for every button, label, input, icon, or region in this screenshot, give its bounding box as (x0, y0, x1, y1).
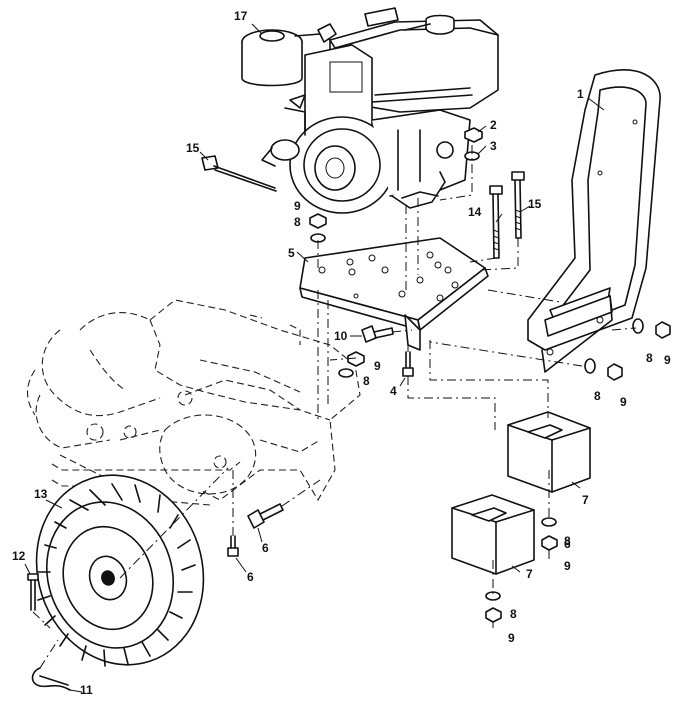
callout-8-lower-plate: 8 (594, 389, 601, 403)
nut-9-right (655, 321, 671, 339)
nut-9-upper (309, 213, 327, 229)
callout-1: 1 (577, 87, 584, 101)
callout-6-small: 6 (247, 570, 254, 584)
hairpin-clip-11 (31, 667, 71, 691)
washer-8-mid (338, 368, 354, 378)
bolt-15-right (511, 171, 525, 239)
callout-leaders (24, 23, 605, 693)
bolt-10 (361, 325, 394, 343)
block-lower (451, 494, 535, 575)
nut-9-mid (347, 351, 365, 367)
callout-9-lower-plate: 9 (620, 395, 627, 409)
mounting-plate (299, 237, 489, 351)
callout-14: 14 (468, 205, 482, 219)
callout-2: 2 (490, 118, 497, 132)
callout-15-bolt: 15 (528, 197, 542, 211)
callout-13: 13 (34, 487, 48, 501)
callout-12: 12 (12, 549, 26, 563)
wheel-tire (35, 474, 205, 667)
callout-6-frame: 6 (262, 541, 269, 555)
engine (241, 7, 499, 214)
cable-tie-15 (201, 155, 277, 192)
washer-8-lower-plate (584, 358, 596, 374)
callout-4: 4 (390, 384, 397, 398)
nut-9-lower-plate (607, 363, 623, 381)
callout-15-tie: 15 (186, 141, 200, 155)
callout-9-mid: 9 (374, 359, 381, 373)
leader-lines (32, 145, 637, 669)
callout-3: 3 (490, 139, 497, 153)
callout-8-upper: 8 (294, 215, 301, 229)
callout-numbers: 1 2 3 4 5 6 6 6 7 7 8 8 8 8 8 8 9 9 9 9 … (12, 9, 671, 697)
callout-11: 11 (80, 683, 93, 697)
washer-8-block-upper (541, 517, 557, 527)
tiller-frame-phantom (26, 299, 361, 506)
callout-8-block-lower: 8 (510, 607, 517, 621)
washer-8-right (632, 318, 644, 334)
bolt-14 (489, 185, 503, 259)
callout-7-lower: 7 (526, 567, 533, 581)
nut-9-block-lower (485, 607, 502, 623)
callout-17: 17 (234, 9, 248, 23)
nut-9-block-upper (541, 535, 558, 551)
handle (527, 69, 661, 373)
callout-9-right: 9 (664, 353, 671, 367)
callout-9-upper: 9 (294, 199, 301, 213)
callout-8-block-upper: 8 (564, 534, 571, 548)
callout-10: 10 (334, 329, 348, 343)
clevis-pin-12 (27, 573, 39, 611)
callout-9-block-upper: 9 (564, 559, 571, 573)
callout-7-upper: 7 (582, 493, 589, 507)
block-upper (507, 411, 591, 493)
callout-8-right: 8 (646, 351, 653, 365)
nut-2 (464, 127, 483, 143)
bolt-6-frame (247, 503, 284, 529)
bolt-6-small (227, 535, 239, 557)
callout-9-block-lower: 9 (508, 631, 515, 645)
callout-5: 5 (288, 246, 295, 260)
screw-4 (402, 351, 414, 377)
callout-8-mid: 8 (363, 374, 370, 388)
callout-6-block: 6 (564, 537, 571, 551)
